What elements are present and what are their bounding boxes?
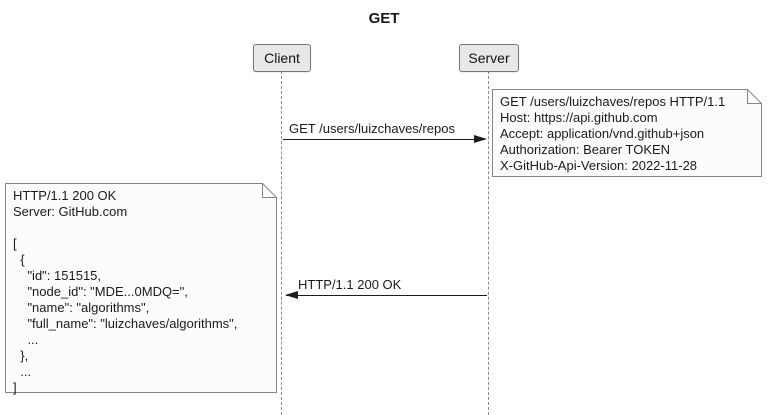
- message-request-label: GET /users/luizchaves/repos: [289, 121, 455, 136]
- message-response-line: [286, 295, 487, 296]
- arrowhead-right-icon: [474, 135, 487, 143]
- server-lifeline: [488, 71, 489, 415]
- note-request-headers-text: GET /users/luizchaves/repos HTTP/1.1 Hos…: [500, 94, 726, 173]
- arrowhead-left-icon: [285, 291, 298, 299]
- note-shape-icon: [5, 183, 277, 393]
- participant-client-label: Client: [264, 50, 300, 66]
- message-request-line: [283, 139, 485, 140]
- note-response-body-text: HTTP/1.1 200 OK Server: GitHub.com [ { "…: [13, 188, 238, 395]
- note-response-body: HTTP/1.1 200 OK Server: GitHub.com [ { "…: [5, 183, 277, 395]
- note-request-headers: GET /users/luizchaves/repos HTTP/1.1 Hos…: [492, 89, 762, 177]
- diagram-title: GET: [368, 10, 400, 27]
- participant-server: Server: [459, 44, 519, 72]
- message-response-label: HTTP/1.1 200 OK: [298, 277, 402, 292]
- client-lifeline: [281, 71, 282, 415]
- note-shape-icon: [492, 89, 762, 177]
- participant-client: Client: [253, 44, 311, 72]
- participant-server-label: Server: [468, 50, 510, 66]
